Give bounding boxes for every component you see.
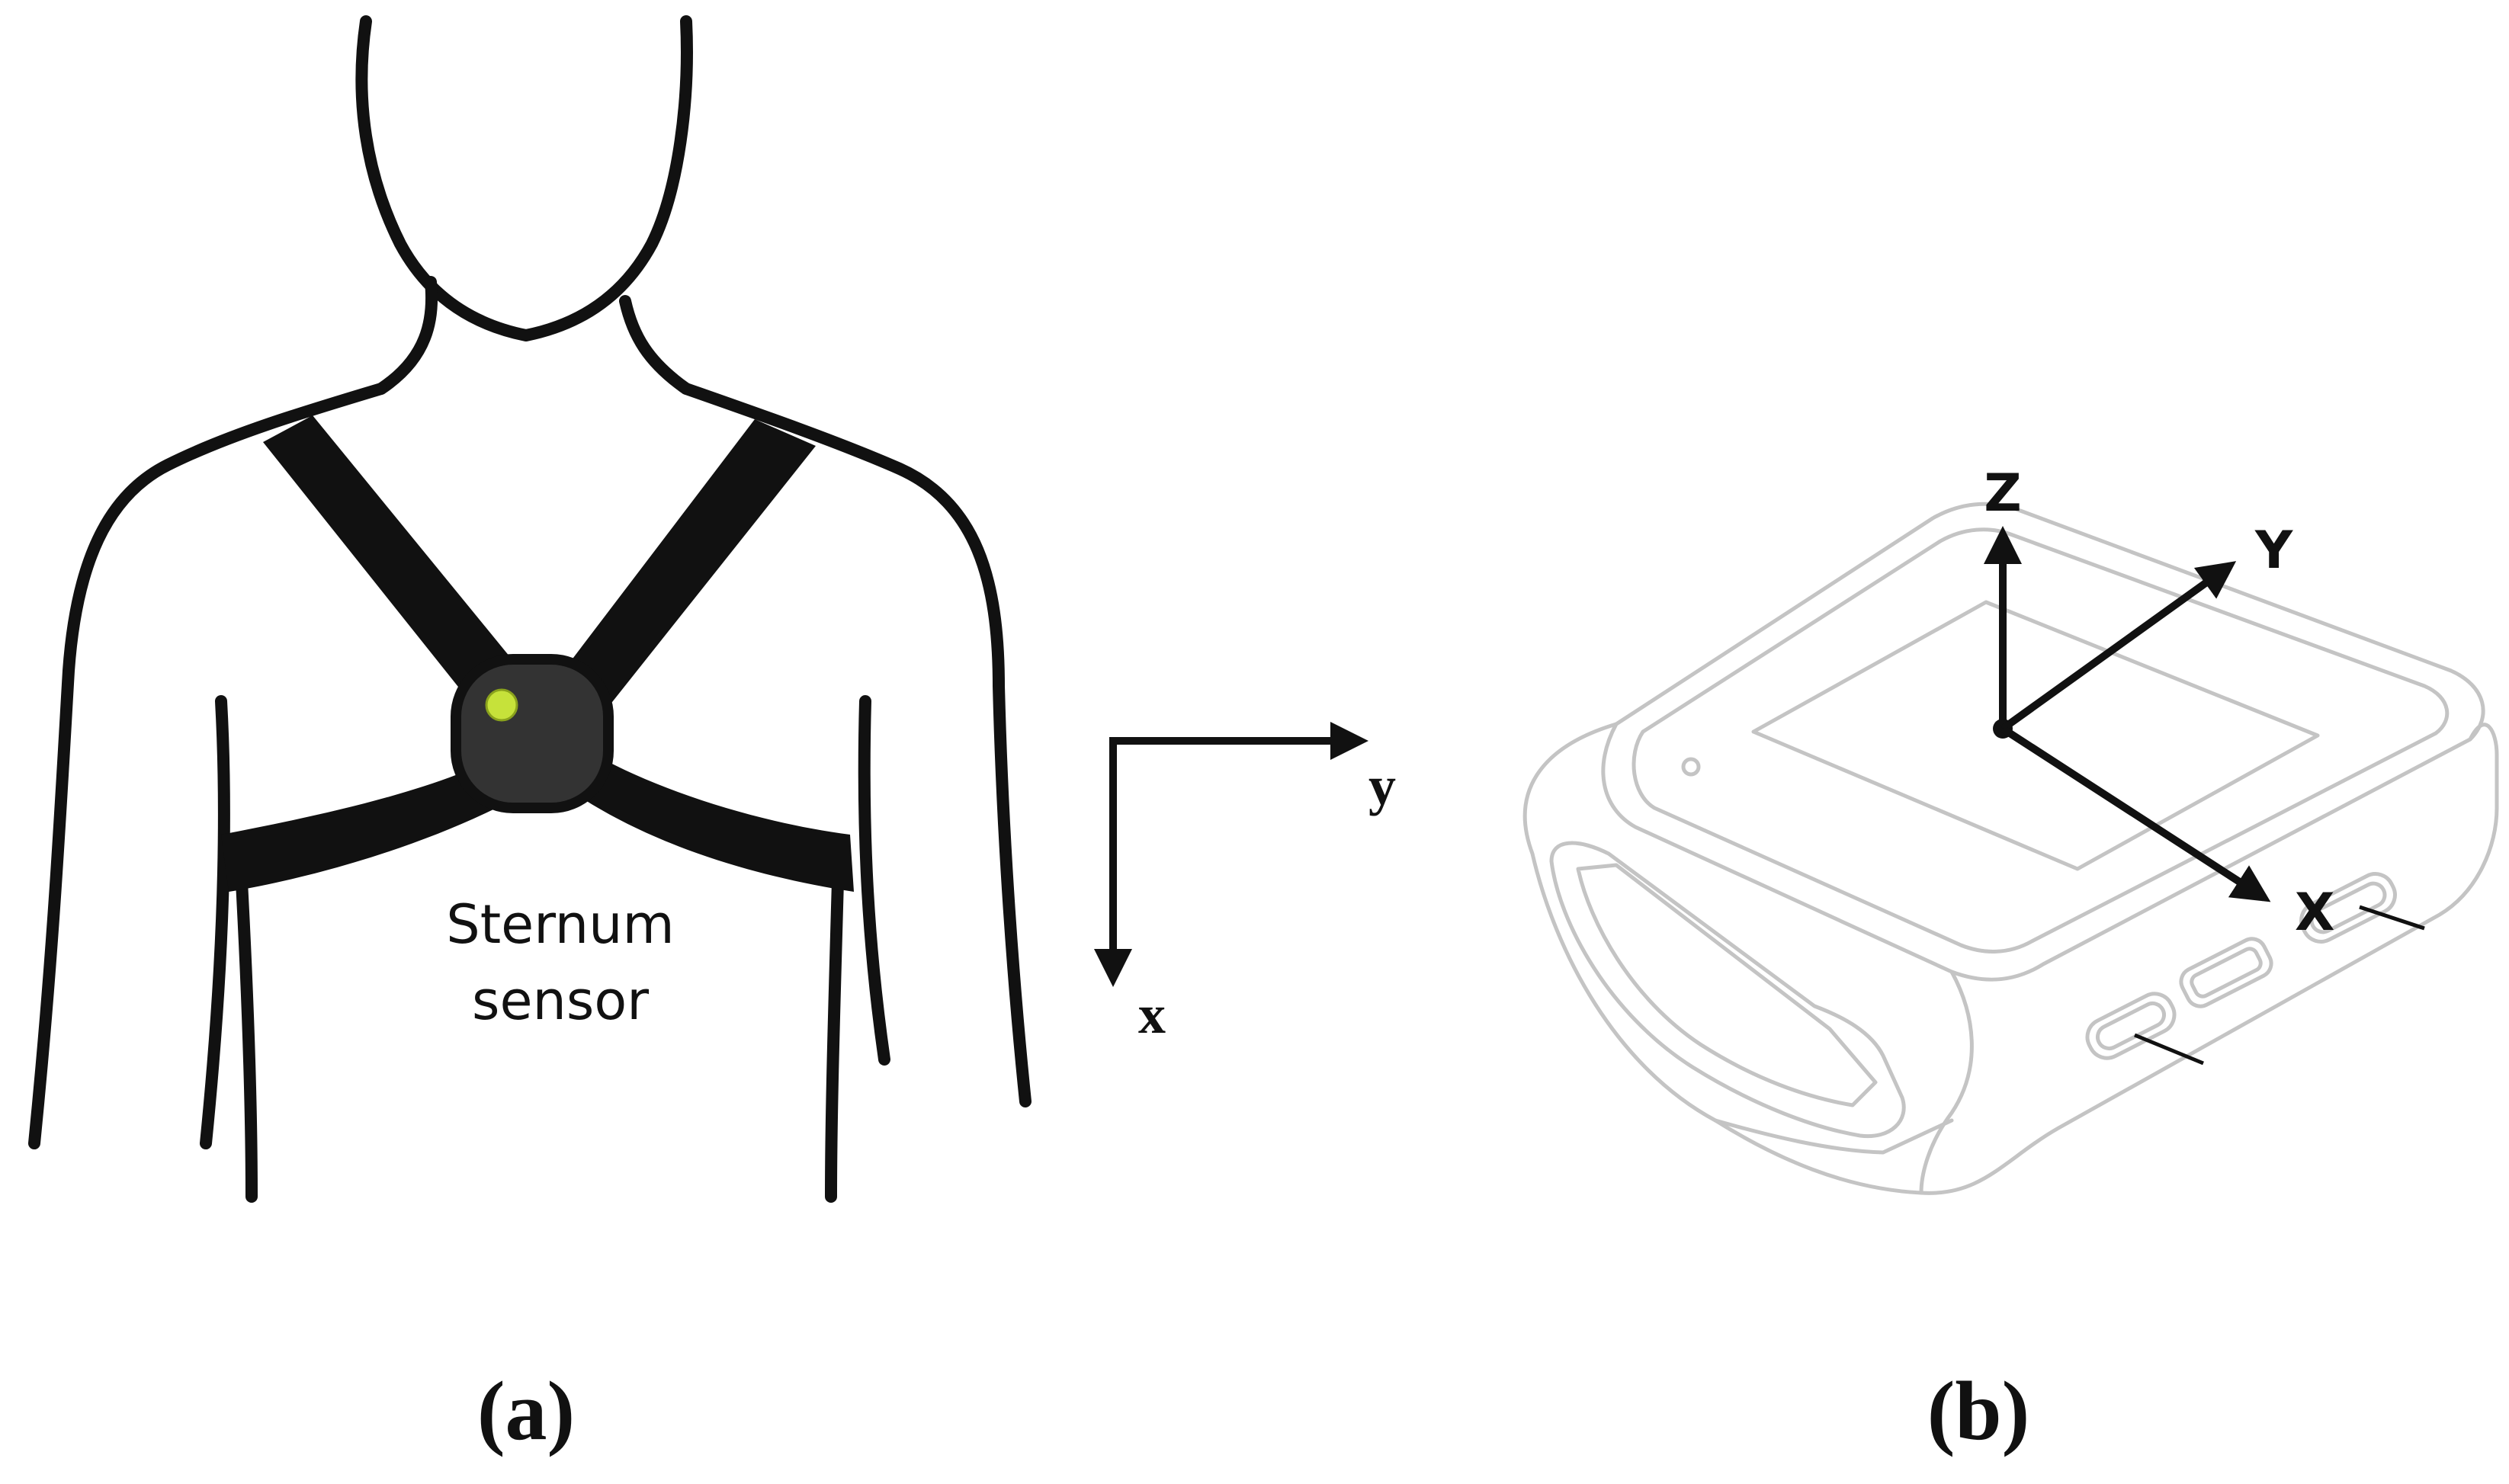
device-port-right bbox=[2299, 872, 2397, 944]
sensor-led bbox=[485, 688, 518, 722]
torso-outline bbox=[28, 15, 1032, 1203]
device-body-front-edge bbox=[1919, 970, 1974, 1195]
right-torso-side bbox=[825, 848, 845, 1203]
device-top-outer bbox=[1601, 502, 2485, 982]
device-grip-slot-inner bbox=[1576, 863, 1878, 1107]
head-outline bbox=[355, 15, 693, 341]
right-upper-strap bbox=[549, 419, 816, 724]
axis-x-label: x bbox=[1138, 984, 1166, 1045]
chest-harness bbox=[221, 415, 854, 892]
device-indicator-dot bbox=[1681, 757, 1701, 777]
left-inner-arm bbox=[200, 695, 230, 1149]
device-drawing bbox=[1522, 502, 2499, 1195]
caption-a: (a) bbox=[477, 1364, 575, 1457]
callout-line-left bbox=[2134, 1033, 2204, 1066]
sensor-label-line1: Sternum bbox=[446, 893, 674, 956]
left-lower-strap bbox=[221, 755, 518, 892]
device-top-window bbox=[1751, 600, 2320, 871]
device-port-middle-inner bbox=[2190, 947, 2263, 998]
device-grip-slot-outer bbox=[1549, 841, 1906, 1139]
neck-right bbox=[619, 295, 692, 395]
axis-z-label: Z bbox=[1984, 463, 2021, 524]
axis-indicator-b: Z Y X bbox=[1984, 463, 2334, 943]
device-port-middle bbox=[2179, 937, 2273, 1008]
left-upper-strap bbox=[263, 415, 534, 724]
axis-y-arrow-b bbox=[2000, 561, 2237, 732]
neck-left bbox=[375, 276, 438, 395]
left-torso-side bbox=[234, 848, 258, 1203]
left-shoulder-arm bbox=[28, 383, 387, 1149]
sternum-sensor bbox=[451, 654, 614, 813]
axis-x-label-b: X bbox=[2295, 883, 2334, 943]
right-lower-strap bbox=[579, 755, 854, 892]
right-shoulder-arm bbox=[680, 383, 1032, 1107]
device-port-right-inner bbox=[2309, 881, 2387, 934]
panel-a: Sternum sensor y x (a) bbox=[28, 15, 1396, 1457]
device-port-left bbox=[2085, 992, 2177, 1060]
device-body-side bbox=[1522, 722, 2499, 1195]
callout-line-right bbox=[2359, 905, 2425, 931]
axis-y-label-b: Y bbox=[2254, 521, 2293, 581]
port-callouts bbox=[2134, 905, 2425, 1066]
device-bottom-edge bbox=[1713, 1118, 1954, 1155]
panel-b: Z Y X (b) bbox=[1522, 463, 2499, 1457]
caption-b: (b) bbox=[1927, 1364, 2029, 1457]
axis-y-label: y bbox=[1368, 755, 1396, 816]
axis-x-arrow-b bbox=[2000, 725, 2271, 902]
sensor-label-line2: sensor bbox=[472, 970, 649, 1032]
right-inner-arm bbox=[858, 695, 890, 1066]
sensor-body bbox=[451, 654, 614, 813]
axis-indicator-a: y x bbox=[1094, 722, 1396, 1045]
